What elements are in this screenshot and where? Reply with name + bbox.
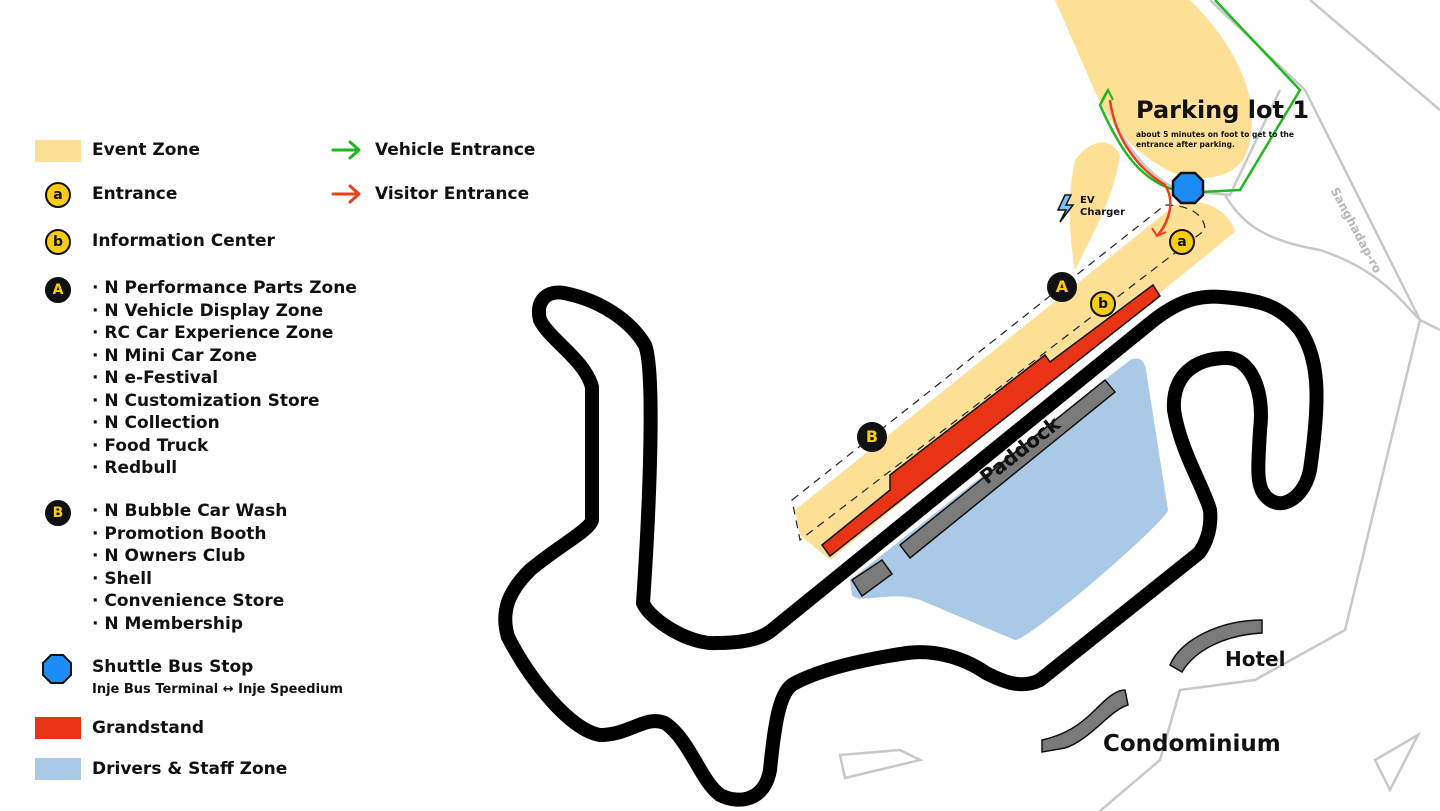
drivers-staff-swatch bbox=[35, 758, 81, 780]
visitor-entrance-route bbox=[1108, 99, 1172, 236]
legend-visitor-arrow-icon bbox=[331, 184, 361, 204]
zone-a-item: N Customization Store bbox=[92, 390, 357, 413]
zone-b-item: N Owners Club bbox=[92, 545, 287, 568]
zone-b-badge: B bbox=[45, 500, 71, 526]
ev-charger-icon bbox=[1056, 194, 1075, 223]
zone-b-item: Shell bbox=[92, 568, 287, 591]
legend-information-center: Information Center bbox=[92, 231, 275, 251]
zone-a-item: RC Car Experience Zone bbox=[92, 322, 357, 345]
legend-vehicle-entrance: Vehicle Entrance bbox=[375, 140, 536, 160]
parking-note: entrance after parking. bbox=[1136, 140, 1235, 149]
info-center-badge: b bbox=[45, 229, 71, 255]
parking-note: about 5 minutes on foot to get to the bbox=[1136, 130, 1294, 139]
zone-a-item: N Collection bbox=[92, 412, 357, 435]
legend-vehicle-arrow-icon bbox=[331, 140, 361, 160]
shuttle-stop-icon[interactable] bbox=[1171, 171, 1205, 205]
zone-b-marker[interactable]: B bbox=[857, 422, 887, 452]
zone-a-item: N Vehicle Display Zone bbox=[92, 300, 357, 323]
entrance-badge: a bbox=[45, 182, 71, 208]
visitor-arrow-icon bbox=[1151, 227, 1167, 238]
legend-event-zone: Event Zone bbox=[92, 140, 201, 160]
zone-b-list: N Bubble Car Wash Promotion Booth N Owne… bbox=[92, 500, 287, 635]
hotel-label: Hotel bbox=[1225, 647, 1286, 671]
grandstand-swatch bbox=[35, 717, 81, 739]
zone-a-item: Food Truck bbox=[92, 435, 357, 458]
parking-lot-label: Parking lot 1 bbox=[1136, 96, 1310, 124]
zone-a-badge: A bbox=[45, 277, 71, 303]
ev-charger-label: Charger bbox=[1080, 207, 1126, 218]
buildings bbox=[1041, 619, 1263, 753]
entrance-marker[interactable]: a bbox=[1169, 229, 1195, 255]
zone-b-item: Promotion Booth bbox=[92, 523, 287, 546]
race-track bbox=[498, 285, 1324, 807]
grandstand-area bbox=[820, 283, 1161, 558]
legend-drivers-staff: Drivers & Staff Zone bbox=[92, 759, 288, 779]
legend-visitor-entrance: Visitor Entrance bbox=[375, 184, 530, 204]
legend-shuttle-icon bbox=[42, 654, 72, 684]
info-center-marker[interactable]: b bbox=[1090, 291, 1116, 317]
paddock-area bbox=[850, 358, 1168, 640]
zone-a-item: N e-Festival bbox=[92, 367, 357, 390]
zone-a-item: N Performance Parts Zone bbox=[92, 277, 356, 300]
event-zone-swatch bbox=[35, 140, 81, 162]
vehicle-arrow-icon bbox=[1101, 87, 1114, 101]
legend-grandstand: Grandstand bbox=[92, 718, 205, 738]
zone-b-item: N Bubble Car Wash bbox=[92, 500, 287, 523]
ev-label: EV bbox=[1080, 195, 1095, 206]
zone-a-marker[interactable]: A bbox=[1047, 272, 1077, 302]
legend-shuttle: Shuttle Bus Stop bbox=[92, 657, 254, 677]
zone-boundary bbox=[791, 204, 1206, 542]
zone-a-item: N Mini Car Zone bbox=[92, 345, 357, 368]
legend-shuttle-route: Inje Bus Terminal ↔ Inje Speedium bbox=[92, 682, 343, 697]
zone-a-item: Redbull bbox=[92, 457, 357, 480]
pit-buildings bbox=[850, 378, 1117, 598]
zone-b-item: Convenience Store bbox=[92, 590, 287, 613]
zone-a-list: N Performance Parts Zone N Vehicle Displ… bbox=[92, 277, 357, 480]
zone-b-item: N Membership bbox=[92, 613, 287, 636]
legend-entrance: Entrance bbox=[92, 184, 178, 204]
condominium-label: Condominium bbox=[1103, 731, 1281, 757]
